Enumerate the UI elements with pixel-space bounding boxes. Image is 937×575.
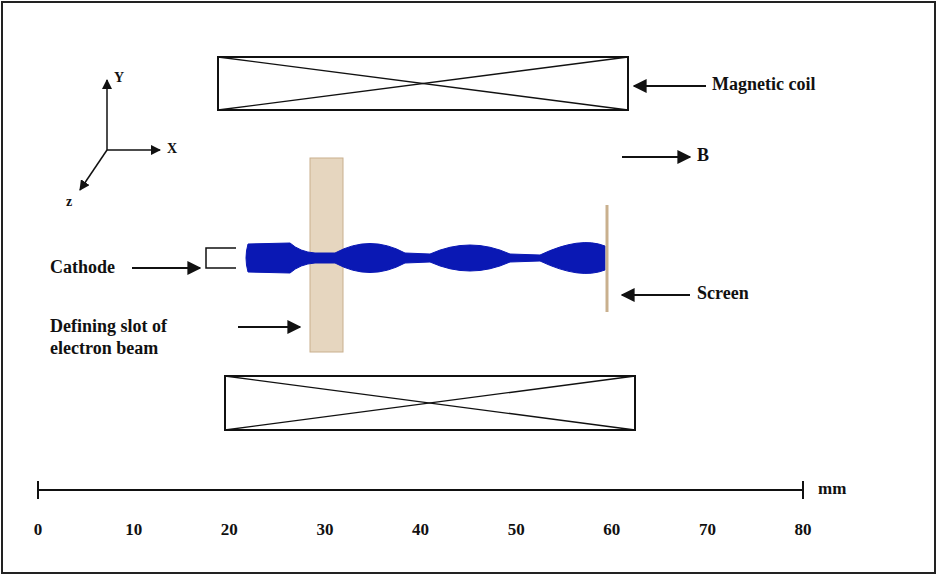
- scale-number: 0: [34, 520, 43, 540]
- scale-number: 10: [125, 520, 142, 540]
- axis-label: Y: [114, 70, 124, 87]
- part-label: Defining slot of electron beam: [50, 316, 232, 359]
- scale-number: 30: [316, 520, 333, 540]
- scale-number: 40: [412, 520, 429, 540]
- leader-arrows: [132, 86, 706, 327]
- electron-beam: [246, 243, 605, 274]
- scale-bar: [38, 481, 803, 499]
- unit-label: mm: [818, 479, 846, 499]
- cathode-symbol: [206, 248, 236, 268]
- scale-number: 20: [221, 520, 238, 540]
- axes: [80, 80, 160, 190]
- scale-number: 60: [603, 520, 620, 540]
- scale-number: 50: [508, 520, 525, 540]
- magnetic-coil-bottom: [225, 376, 635, 430]
- scale-number: 80: [795, 520, 812, 540]
- field-label: B: [697, 145, 709, 167]
- part-label: Magnetic coil: [712, 74, 815, 96]
- screen: [606, 205, 609, 312]
- part-label: Screen: [697, 283, 749, 305]
- part-label: Cathode: [50, 257, 115, 279]
- axis-label: z: [66, 194, 72, 211]
- magnetic-coil-top: [218, 57, 628, 110]
- axis-label: X: [167, 141, 177, 158]
- scale-number: 70: [699, 520, 716, 540]
